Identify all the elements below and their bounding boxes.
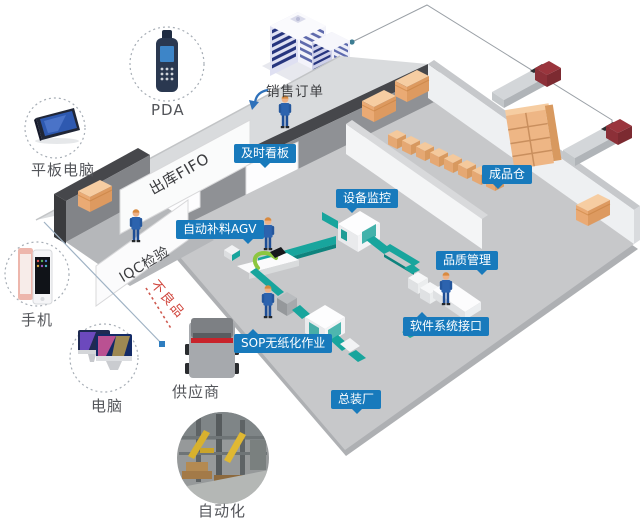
tag-finished-goods-warehouse-label: 成品仓 <box>489 167 526 181</box>
tag-software-system-interface-label: 软件系统接口 <box>410 319 483 333</box>
tag-equipment-monitoring: 设备监控 <box>336 189 399 213</box>
tag-jit-kanban-label: 及时看板 <box>241 146 290 160</box>
tag-finished-goods-warehouse: 成品仓 <box>482 165 533 189</box>
tag-jit-kanban: 及时看板 <box>234 144 297 168</box>
tablet-icon <box>34 108 80 144</box>
computer-icon <box>78 330 132 370</box>
phone-icon <box>18 248 53 305</box>
fifo-wall <box>119 119 251 235</box>
tag-quality-management-label: 品质管理 <box>443 253 492 267</box>
tag-sop-paperless-label: SOP无纸化作业 <box>241 336 326 350</box>
tablet-label: 平板电脑 <box>31 161 96 179</box>
iqc-wall <box>95 199 189 307</box>
sales-order-text: 销售订单 <box>266 84 324 100</box>
tag-final-assembly: 总装厂 <box>331 390 382 414</box>
supplier-truck <box>185 318 239 378</box>
pda-label: PDA <box>151 101 185 119</box>
factory-floor <box>160 102 638 456</box>
finished-goods-shelf <box>505 103 562 170</box>
supplier-label: 供应商 <box>172 383 221 401</box>
computer-label: 电脑 <box>91 397 124 415</box>
tag-quality-management: 品质管理 <box>436 251 499 275</box>
tag-software-system-interface: 软件系统接口 <box>403 312 490 336</box>
tag-final-assembly-label: 总装厂 <box>338 392 375 406</box>
tag-auto-replenish-agv-label: 自动补料AGV <box>183 222 257 236</box>
tag-auto-replenish-agv: 自动补料AGV <box>176 220 264 244</box>
production-line <box>224 211 481 362</box>
warehouse-partition <box>346 120 488 249</box>
automation-label: 自动化 <box>198 502 247 520</box>
dock-truck-1 <box>492 61 561 108</box>
automation-photo <box>177 412 269 504</box>
sales-order-arrow <box>249 88 269 110</box>
phone-label: 手机 <box>21 311 54 329</box>
tag-equipment-monitoring-label: 设备监控 <box>343 191 392 205</box>
tag-sop-paperless: SOP无纸化作业 <box>234 329 333 353</box>
pda-icon <box>156 30 178 92</box>
supplier-link-line <box>43 221 165 347</box>
dock-truck-2 <box>563 119 632 166</box>
